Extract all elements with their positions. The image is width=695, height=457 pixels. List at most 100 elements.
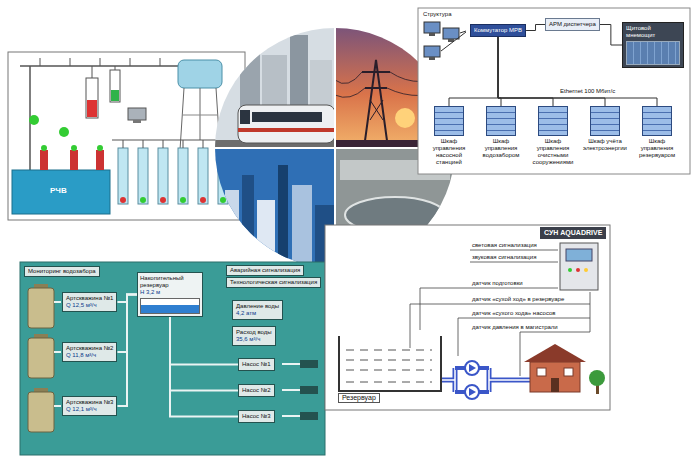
scada-mnemonic-panel	[34, 284, 48, 288]
pump-box: Насос №3	[238, 410, 275, 423]
leader-line	[458, 318, 459, 356]
water-level	[346, 350, 432, 351]
mimic-panel: Щитовой мнемощит	[622, 22, 684, 68]
aquadrive-scheme-panel	[576, 268, 580, 272]
power-line-photo	[370, 100, 383, 120]
measurement-box: Расход воды35,6 м³/ч	[232, 326, 276, 346]
pump-pipe	[479, 366, 489, 370]
box-graphic	[538, 106, 568, 136]
box-text: Насос №3	[242, 413, 271, 420]
pump-pipe	[469, 388, 476, 396]
city-photo	[215, 148, 335, 268]
box-text: Шкаф управления водозабором	[477, 138, 525, 159]
well-scheme-panel	[220, 197, 226, 203]
network-structure-panel	[429, 33, 435, 36]
network-link	[498, 37, 553, 106]
water-level	[346, 360, 432, 361]
network-structure-panel	[418, 8, 690, 174]
aquadrive-scheme-panel	[568, 268, 572, 272]
system-title-box: СУН AQUADRIVE	[540, 227, 606, 239]
network-structure-panel	[418, 8, 690, 174]
leader-line	[420, 288, 421, 330]
alarm-indicator: Технологическая сигнализация	[226, 277, 321, 288]
pipe-connector	[170, 317, 238, 365]
well-scheme-panel	[182, 115, 218, 116]
well-scheme-panel	[138, 148, 148, 204]
network-structure-panel	[424, 22, 440, 33]
house-picture	[551, 378, 559, 392]
scada-mnemonic-panel	[20, 262, 325, 455]
box-graphic	[486, 106, 516, 136]
network-link	[600, 25, 622, 46]
well-scheme-panel	[40, 150, 48, 170]
aquadrive-scheme-panel	[560, 243, 598, 290]
train-photo	[240, 40, 260, 110]
network-link	[449, 37, 498, 106]
box-text: Шкаф управления очистными сооружениями	[529, 138, 577, 166]
train-photo	[238, 105, 335, 143]
box-text: Щитовой мнемощит	[626, 25, 680, 39]
network-structure-panel	[441, 32, 466, 51]
aquadrive-scheme-panel	[325, 225, 610, 410]
control-cabinet: Шкаф управления насосной станцией	[425, 106, 473, 166]
box-text: АРМ диспетчера	[549, 21, 596, 28]
network-structure-panel	[424, 46, 440, 57]
box-text: СУН AQUADRIVE	[544, 229, 602, 237]
scada-mnemonic-panel	[282, 389, 300, 391]
scada-mnemonic-panel	[54, 405, 61, 407]
section-title: Структура	[423, 11, 451, 18]
network-structure-panel	[443, 28, 459, 39]
well-scheme-panel	[180, 88, 184, 150]
scada-mnemonic-panel	[300, 386, 318, 394]
leader-line	[590, 292, 591, 332]
train-photo	[215, 28, 335, 148]
box-graphic	[626, 41, 680, 65]
well-scheme-panel	[92, 66, 93, 78]
signal-name: звуковая сигнализация	[472, 254, 536, 261]
house-picture	[530, 362, 580, 392]
power-line-photo	[364, 60, 388, 148]
control-cabinet: Шкаф управления водозабором	[477, 106, 525, 159]
well-data-box: Артскважина №2Q 11,8 м³/ч	[62, 342, 117, 362]
scada-mnemonic-panel	[20, 262, 325, 455]
train-photo	[262, 55, 287, 110]
control-cabinet: Шкаф управления резервуаром	[633, 106, 681, 159]
city-photo	[292, 185, 312, 268]
well-scheme-panel	[110, 70, 120, 102]
city-photo	[257, 200, 275, 268]
measurement-box: Давление воды4,2 атм	[232, 300, 283, 320]
house-picture	[537, 368, 546, 376]
box-value: H 3,2 м	[140, 289, 200, 296]
leader-line	[458, 318, 590, 319]
network-link	[526, 25, 545, 31]
control-cabinet: Шкаф управления очистными сооружениями	[529, 106, 577, 166]
box-text: Коммутатор MPB	[474, 27, 522, 34]
well-scheme-panel	[111, 90, 119, 101]
pump-pipe	[479, 390, 489, 394]
scada-mnemonic-panel	[282, 363, 300, 365]
train-photo	[215, 28, 335, 148]
operator-workstation: АРМ диспетчера	[545, 18, 600, 31]
pump-pipe	[442, 368, 530, 392]
pipe-connector	[117, 295, 137, 407]
box-text: Резервуар	[338, 393, 380, 403]
sensor-name: датчик давления в магистрали	[472, 324, 558, 331]
water-level	[346, 382, 432, 383]
house-picture	[564, 368, 573, 376]
pump-pipe	[442, 368, 530, 392]
scada-mnemonic-panel	[34, 388, 48, 392]
scada-mnemonic-panel	[54, 301, 61, 303]
well-scheme-panel	[71, 145, 77, 151]
well-scheme-panel	[158, 148, 168, 204]
well-scheme-panel	[200, 88, 201, 140]
box-text: Шкаф управления резервуаром	[633, 138, 681, 159]
well-scheme-panel	[100, 58, 101, 66]
storage-tank-box: Накопительный резервуарH 3,2 м	[137, 272, 203, 317]
train-photo	[240, 110, 250, 124]
network-structure-panel	[460, 31, 466, 33]
box-text: Шкаф управления насосной станцией	[425, 138, 473, 166]
pump-pipe	[455, 366, 465, 370]
train-photo	[252, 112, 322, 122]
pump-pipe	[442, 361, 530, 399]
box-value: 4,2 атм	[236, 310, 279, 317]
